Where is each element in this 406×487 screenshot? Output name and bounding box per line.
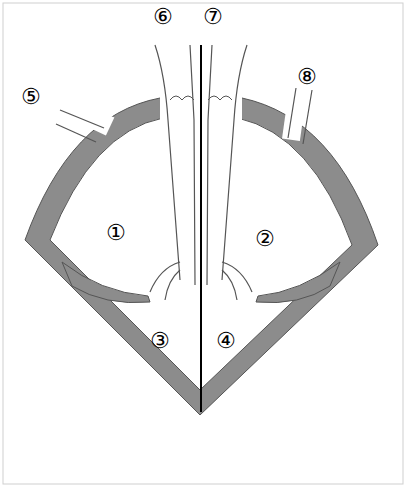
- callout-number: ②: [255, 228, 275, 250]
- callout-number: ⑧: [296, 66, 318, 88]
- frame: [3, 3, 403, 484]
- valve-flap: [222, 270, 237, 300]
- vessel-line: [222, 45, 247, 280]
- valve-wall: [256, 262, 340, 303]
- valve-flap: [222, 262, 252, 292]
- callout-number: ③: [150, 330, 170, 352]
- callout-number: ④: [216, 330, 236, 352]
- valve-mark: [208, 96, 232, 100]
- callout-number: ⑤: [20, 86, 42, 108]
- valve-mark: [170, 96, 194, 100]
- valve-wall: [62, 262, 150, 303]
- vessel-line: [56, 124, 96, 142]
- vessel-line: [303, 90, 312, 144]
- callout-number: ①: [106, 222, 126, 244]
- vessel-line: [155, 45, 180, 280]
- vessel-line: [60, 110, 104, 128]
- valve-flap: [165, 270, 180, 300]
- callout-number: ⑦: [202, 6, 224, 28]
- vessel-line: [288, 88, 296, 138]
- callout-number: ⑥: [152, 6, 174, 28]
- septum: [200, 45, 202, 412]
- vessel-ground: [70, 100, 115, 135]
- vessel-line: [207, 45, 212, 285]
- vessel-line: [190, 45, 195, 285]
- valve-flap: [150, 262, 180, 292]
